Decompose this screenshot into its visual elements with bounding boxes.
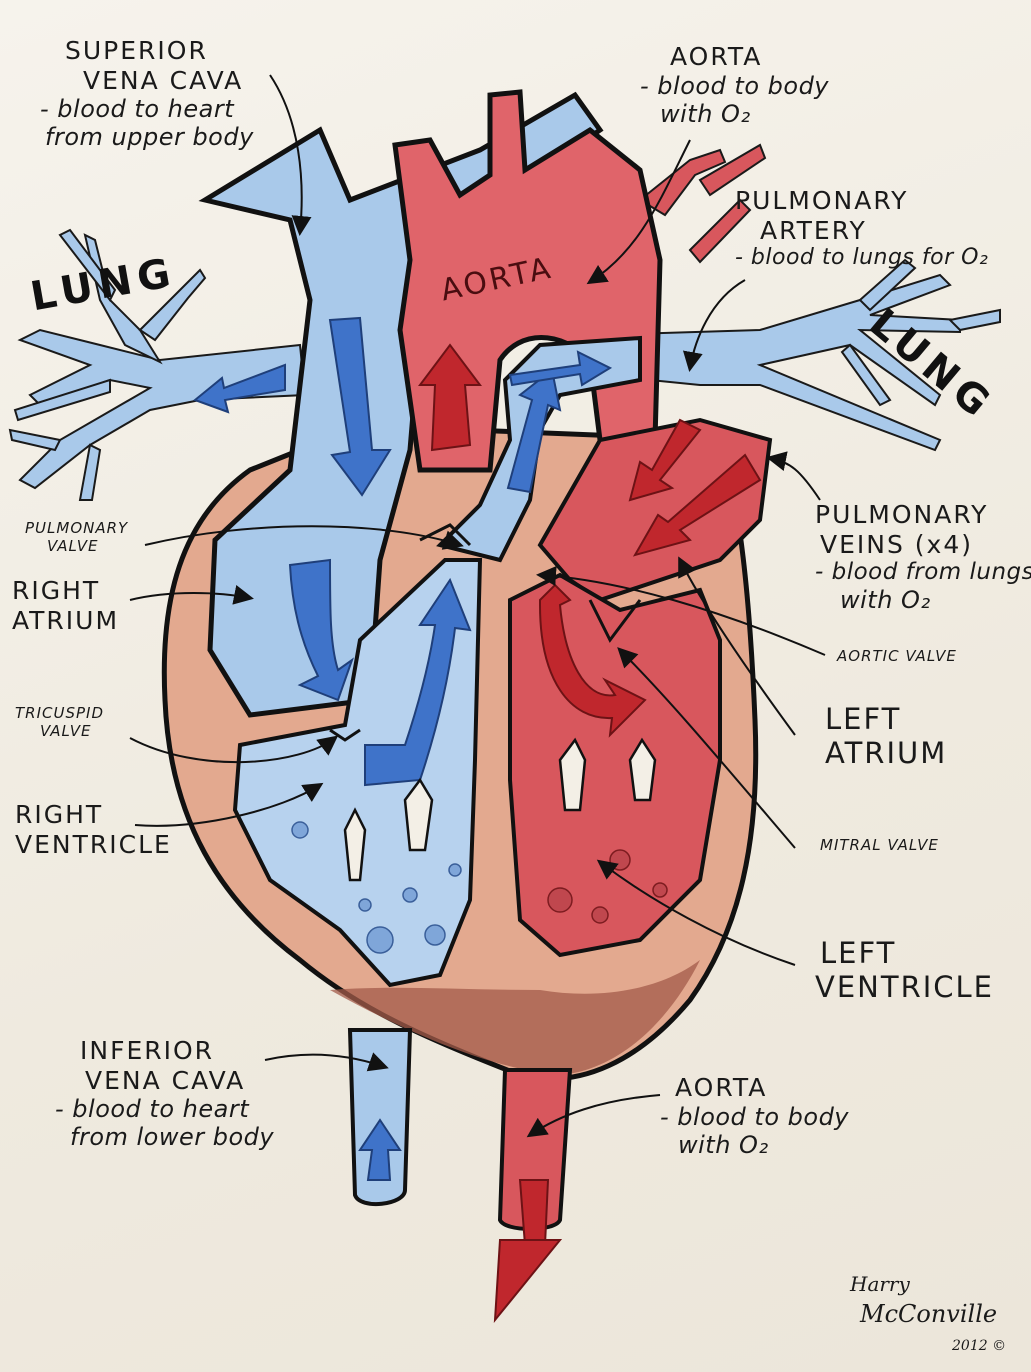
blue-arrow-pa-right [508,350,613,387]
pointer-aorta-top [586,139,691,285]
left-atrium-line-2: ATRIUM [825,736,948,771]
svc-title-2: VENA CAVA [83,65,244,95]
aorta-bottom-desc-1: - blood to body [660,1102,849,1131]
pulm-veins-title-2: VEINS (x4) [820,529,973,559]
pulm-artery-title-1: PULMONARY [735,186,909,215]
svc-label: SUPERIOR VENA CAVA - blood to heart from… [40,36,254,152]
svc-title-1: SUPERIOR [65,36,208,65]
red-arrow-aorta-tip [493,1239,563,1324]
right-lung-branches [599,258,1001,452]
left-atrium-line-1: LEFT [825,702,902,736]
red-arrow-aorta-down [518,1179,550,1246]
aortic-valve-label: AORTIC VALVE [837,647,957,665]
tricuspid-line-1: TRICUSPID [15,704,105,722]
pulmonary-artery-trunk [436,335,642,563]
svc-desc-1: - blood to heart [40,95,235,123]
signature-year: 2012 © [952,1338,1007,1354]
tricuspid-label: TRICUSPID VALVE [15,704,105,740]
superior-vena-cava [198,91,604,718]
aorta-top-title: AORTA [670,42,763,71]
pulm-valve-line-2: VALVE [47,536,99,555]
pointer-mitral [617,647,796,849]
pointer-aortic-valve [536,566,826,656]
right-ventricle-line-1: RIGHT [15,800,104,829]
red-arrow-aorta-up [418,343,482,452]
papillary-details [343,737,657,882]
oxygenated-flow-arrows [418,343,762,1324]
pointer-aorta-bottom [526,1094,661,1138]
right-ventricle-label: RIGHT VENTRICLE [15,800,172,859]
mitral-flaps [588,599,642,643]
aorta-bottom-desc-2: with O₂ [678,1130,769,1159]
pointer-right-ventricle [134,782,324,827]
aorta-bottom-label: AORTA - blood to body with O₂ [660,1073,849,1159]
pulm-valve-line-1: PULMONARY [25,519,129,537]
pointer-pulm-veins [766,451,821,501]
pulm-veins-title-1: PULMONARY [815,500,989,529]
left-atrium [537,417,773,603]
pointer-svc [269,74,312,236]
pointer-ivc [264,1052,389,1072]
aorta-bottom-title: AORTA [675,1073,768,1102]
aorta-top-label: AORTA - blood to body with O₂ [640,42,829,128]
mitral-label: MITRAL VALVE [820,836,939,854]
ivc-title-1: INFERIOR [80,1036,215,1065]
right-ventricle-line-2: VENTRICLE [15,829,172,859]
aorta-top-desc-2: with O₂ [660,99,751,128]
tricuspid-line-2: VALVE [40,721,92,740]
ivc-desc-2: from lower body [70,1123,275,1152]
red-arrow-la-lv [539,583,647,738]
pulm-veins-desc-1: - blood from lungs [815,559,1031,585]
left-atrium-label: LEFT ATRIUM [825,702,947,770]
blue-arrow-svc [328,316,392,497]
pulm-artery-desc: - blood to lungs for O₂ [735,245,989,270]
pulm-artery-title-2: ARTERY [760,215,867,245]
aorta-top-desc-1: - blood to body [640,71,829,100]
right-atrium-line-1: RIGHT [12,576,101,605]
rv-texture-dots [291,821,462,954]
ivc-label: INFERIOR VENA CAVA - blood to heart from… [55,1036,274,1152]
left-lung-branches [8,228,307,501]
blue-arrow-rv [364,577,472,787]
red-arrow-pv-2 [632,453,762,557]
signature-first: Harry [850,1272,910,1296]
pointer-left-ventricle [596,859,796,966]
red-arrow-pv-1 [628,418,702,502]
blue-arrow-ra [288,558,354,702]
left-ventricle-label: LEFT VENTRICLE [815,936,994,1004]
blue-arrow-ivc [358,1118,402,1181]
pointer-tricuspid [129,735,339,764]
heart-muscle-dark-base [330,960,700,1075]
right-atrium-line-2: ATRIUM [12,605,120,635]
right-ventricle [232,558,483,988]
deoxygenated-flow-arrows [193,316,613,1181]
svc-desc-2: from upper body [45,123,254,152]
right-atrium-label: RIGHT ATRIUM [12,576,119,635]
pulm-veins-desc-2: with O₂ [840,586,931,615]
pointer-right-atrium [129,585,254,605]
pointer-pulm-valve [144,525,464,550]
inferior-vena-cava [347,1028,413,1207]
pointer-left-atrium [678,556,796,736]
pulm-veins-label: PULMONARY VEINS (x4) - blood from lungs … [815,500,1031,614]
blue-arrow-pa-up [506,368,562,494]
pulm-valve-label: PULMONARY VALVE [25,519,129,555]
signature-last: McConville [860,1300,998,1328]
ivc-desc-1: - blood to heart [55,1095,250,1123]
pointer-pulm-artery [682,279,746,372]
pulm-artery-label: PULMONARY ARTERY - blood to lungs for O₂ [735,186,988,271]
left-ventricle-line-1: LEFT [820,936,897,970]
tricuspid-flaps [329,728,361,742]
left-ventricle-line-2: VENTRICLE [815,970,995,1005]
pointer-lines [129,74,826,1138]
blue-arrow-lung-left [193,363,286,414]
ivc-title-2: VENA CAVA [85,1065,246,1095]
